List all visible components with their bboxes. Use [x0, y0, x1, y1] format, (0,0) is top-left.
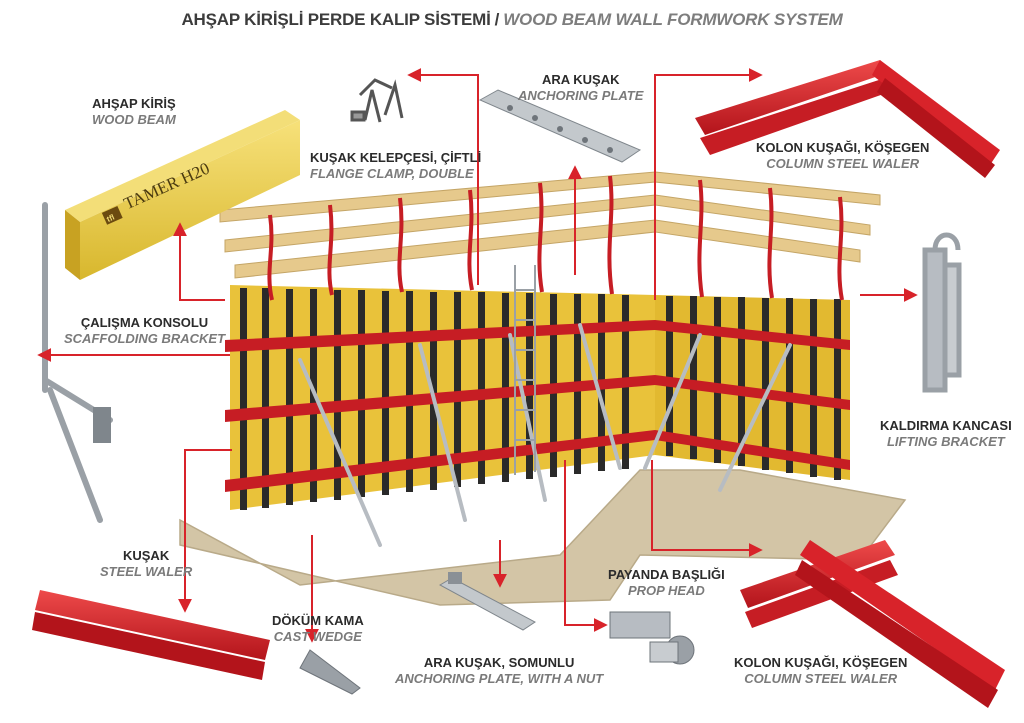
- scaffold-planks: [219, 171, 881, 279]
- flange-clamp-icon: [350, 78, 404, 123]
- label-column-waler-bottom: KOLON KUŞAĞI, KÖŞEGEN COLUMN STEEL WALER: [734, 655, 907, 687]
- label-anchoring-plate-nut-tr: ARA KUŞAK, SOMUNLU: [423, 655, 575, 670]
- wood-beam-component: [65, 110, 300, 280]
- label-scaffolding-bracket-en: SCAFFOLDING BRACKET: [64, 331, 226, 346]
- title-english: WOOD BEAM WALL FORMWORK SYSTEM: [503, 10, 843, 29]
- steel-waler-icon: [32, 590, 270, 680]
- label-prop-head-tr: PAYANDA BAŞLIĞI: [608, 567, 725, 582]
- left-wall-panel: [225, 285, 655, 510]
- lifting-bracket-icon: [922, 232, 962, 393]
- label-column-waler-top-en: COLUMN STEEL WALER: [766, 156, 920, 171]
- title-turkish: AHŞAP KİRİŞLİ PERDE KALIP SİSTEMİ: [181, 10, 491, 29]
- wood-beam-logo: tfl: [105, 213, 116, 224]
- anchoring-plate-nut-icon: [438, 572, 536, 631]
- label-anchoring-plate-nut-en: ANCHORING PLATE, WITH A NUT: [395, 671, 604, 686]
- label-scaffolding-bracket: ÇALIŞMA KONSOLU SCAFFOLDING BRACKET: [64, 315, 225, 347]
- label-wood-beam-en: WOOD BEAM: [92, 112, 176, 127]
- label-flange-clamp-en: FLANGE CLAMP, DOUBLE: [310, 166, 474, 181]
- label-steel-waler-tr: KUŞAK: [122, 548, 170, 563]
- label-wood-beam-tr: AHŞAP KİRİŞ: [92, 96, 176, 111]
- right-wall-panel: [655, 295, 850, 480]
- anchoring-plate-icon: [478, 89, 642, 163]
- label-lifting-bracket-tr: KALDIRMA KANCASI: [880, 418, 1012, 433]
- label-column-waler-top-tr: KOLON KUŞAĞI, KÖŞEGEN: [756, 140, 930, 155]
- label-cast-wedge-en: CAST WEDGE: [273, 629, 362, 644]
- label-flange-clamp: KUŞAK KELEPÇESİ, ÇİFTLİ FLANGE CLAMP, DO…: [310, 150, 481, 182]
- label-cast-wedge: DÖKÜM KAMA CAST WEDGE: [272, 613, 364, 645]
- label-flange-clamp-tr: KUŞAK KELEPÇESİ, ÇİFTLİ: [310, 150, 482, 165]
- label-column-waler-top: KOLON KUŞAĞI, KÖŞEGEN COLUMN STEEL WALER: [756, 140, 929, 172]
- label-anchoring-plate: ARA KUŞAK ANCHORING PLATE: [518, 72, 643, 104]
- callout-arrows: [37, 68, 918, 643]
- guard-rail-posts: [267, 175, 844, 301]
- ladder: [514, 265, 536, 475]
- floor-slab: [179, 469, 907, 606]
- title-separator: /: [494, 10, 500, 29]
- label-steel-waler-en: STEEL WALER: [100, 564, 193, 579]
- label-prop-head-en: PROP HEAD: [627, 583, 705, 598]
- label-lifting-bracket-en: LIFTING BRACKET: [886, 434, 1005, 449]
- prop-head-icon: [609, 611, 695, 665]
- page-title: AHŞAP KİRİŞLİ PERDE KALIP SİSTEMİ/WOOD B…: [0, 10, 1024, 30]
- label-steel-waler: KUŞAK STEEL WALER: [100, 548, 192, 580]
- label-anchoring-plate-nut: ARA KUŞAK, SOMUNLU ANCHORING PLATE, WITH…: [395, 655, 603, 687]
- label-scaffolding-bracket-tr: ÇALIŞMA KONSOLU: [80, 315, 209, 330]
- column-waler-top-icon: [695, 60, 1000, 178]
- label-column-waler-bottom-tr: KOLON KUŞAĞI, KÖŞEGEN: [734, 655, 908, 670]
- label-wood-beam: AHŞAP KİRİŞ WOOD BEAM: [92, 96, 176, 128]
- cast-wedge-icon: [299, 649, 361, 695]
- column-waler-bottom-icon: [740, 540, 1005, 708]
- label-cast-wedge-tr: DÖKÜM KAMA: [272, 613, 364, 628]
- label-anchoring-plate-tr: ARA KUŞAK: [541, 72, 620, 87]
- label-prop-head: PAYANDA BAŞLIĞI PROP HEAD: [608, 567, 725, 599]
- label-column-waler-bottom-en: COLUMN STEEL WALER: [744, 671, 898, 686]
- label-lifting-bracket: KALDIRMA KANCASI LIFTING BRACKET: [880, 418, 1012, 450]
- label-anchoring-plate-en: ANCHORING PLATE: [518, 88, 644, 103]
